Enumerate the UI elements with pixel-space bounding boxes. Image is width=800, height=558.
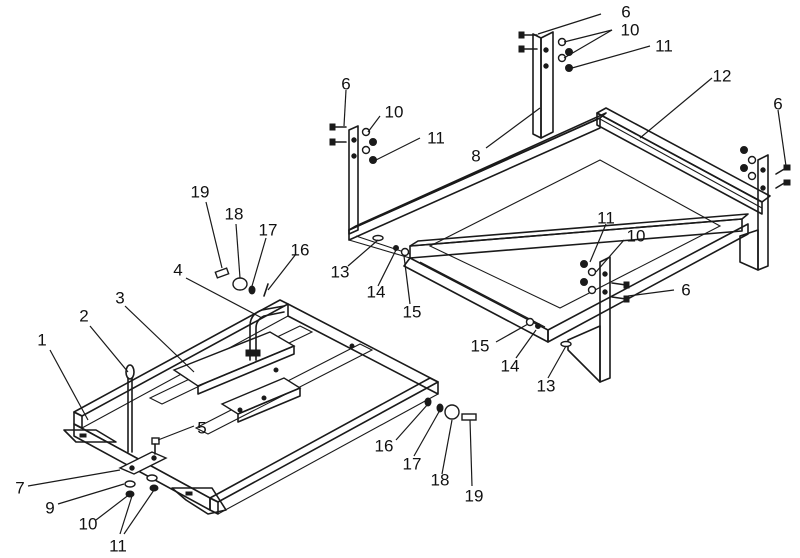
callout-6-left: 6	[341, 75, 350, 94]
callout-7: 7	[15, 479, 24, 498]
callout-6-top: 6	[621, 3, 630, 22]
mount-plate-3	[172, 331, 296, 395]
cross-brace	[428, 159, 722, 309]
side-rail-12	[596, 107, 771, 215]
callout-19-lower: 19	[465, 487, 484, 506]
callout-15-left: 15	[403, 303, 422, 322]
bolt-6-left	[329, 123, 347, 146]
bolt-6-top	[518, 31, 538, 53]
nuts-washers-front	[580, 260, 597, 295]
nuts-washers-left	[361, 127, 377, 164]
callout-13-left: 13	[331, 263, 350, 282]
callout-11-front: 11	[597, 209, 615, 228]
callout-19-upper: 19	[191, 183, 210, 202]
callout-1: 1	[37, 331, 46, 350]
callout-10-front: 10	[627, 227, 646, 246]
cross-member-b	[194, 343, 374, 435]
washers-nuts-bottom	[124, 474, 159, 498]
callout-8: 8	[471, 147, 480, 166]
callout-15-front: 15	[471, 337, 490, 356]
callout-9: 9	[45, 499, 54, 518]
callout-labels: 1 2 3 4 5 7 9 10 11 19 18 17 16 16 17 18…	[15, 3, 782, 556]
mount-plate-lower	[220, 367, 302, 423]
callout-16-upper: 16	[291, 241, 310, 260]
callout-14-front: 14	[501, 357, 520, 376]
lower-frame-assembly	[63, 267, 477, 515]
callout-2: 2	[79, 307, 88, 326]
callout-14-left: 14	[367, 283, 386, 302]
leader-lines	[27, 13, 787, 535]
callout-4: 4	[173, 261, 182, 280]
rear-rail	[73, 299, 289, 429]
callout-11-lower: 11	[109, 537, 127, 556]
nuts-washers-right	[740, 146, 757, 181]
bolt-6-front	[611, 281, 630, 303]
upright-bracket-left	[348, 125, 359, 235]
callout-10-left: 10	[385, 103, 404, 122]
callout-11-left: 11	[427, 129, 445, 148]
callout-10-lower: 10	[79, 515, 98, 534]
callout-18-upper: 18	[225, 205, 244, 224]
callout-6-right: 6	[773, 95, 782, 114]
clamp-plate-7	[118, 451, 168, 475]
hook-4	[245, 305, 285, 361]
bolt-5	[151, 437, 160, 455]
callout-10-top: 10	[621, 21, 640, 40]
callout-5: 5	[197, 419, 206, 438]
callout-13-front: 13	[537, 377, 556, 396]
callout-11-top: 11	[655, 37, 673, 56]
fastener-stack-upper	[214, 267, 269, 297]
callout-3: 3	[115, 289, 124, 308]
foot-bracket-left	[63, 429, 117, 443]
fastener-stack-lower	[424, 397, 477, 421]
upper-frame-assembly	[329, 31, 791, 383]
pin-set-front	[525, 317, 572, 348]
callout-18-lower: 18	[431, 471, 450, 490]
bolt-6-right	[775, 164, 791, 189]
callout-12: 12	[713, 67, 732, 86]
callout-6-front: 6	[681, 281, 690, 300]
upright-bracket-8	[532, 31, 554, 139]
nuts-washers-top	[557, 37, 573, 72]
rod-2	[125, 364, 135, 453]
callout-17-lower: 17	[403, 455, 422, 474]
foot-bracket-bottom	[171, 487, 227, 515]
upright-bracket-right	[739, 154, 769, 271]
callout-16-lower: 16	[375, 437, 394, 456]
callout-17-upper: 17	[259, 221, 278, 240]
